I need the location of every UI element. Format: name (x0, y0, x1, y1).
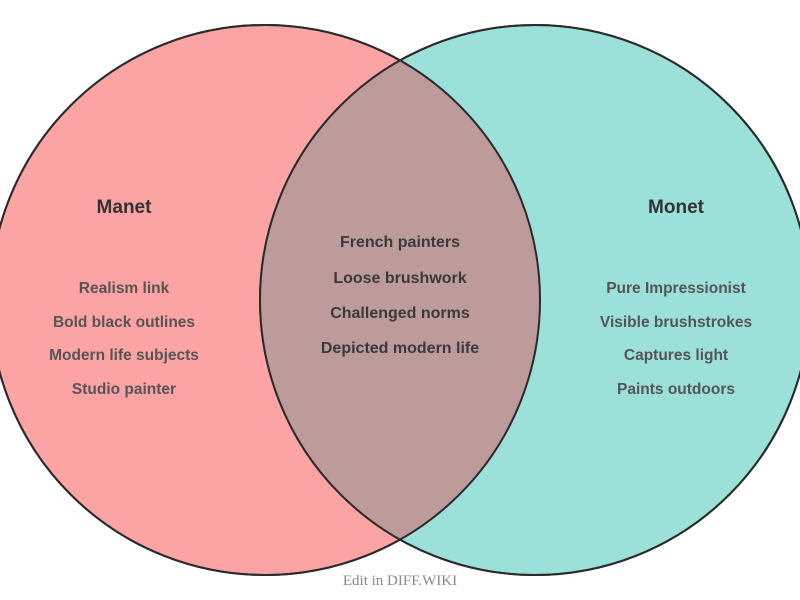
intersection-item: Challenged norms (330, 305, 470, 322)
left-set-item: Modern life subjects (49, 347, 199, 364)
left-set-item: Studio painter (72, 381, 176, 398)
right-set-item: Paints outdoors (617, 381, 735, 398)
right-set-item: Captures light (624, 347, 728, 364)
right-set-title: Monet (648, 197, 705, 218)
left-set-item: Realism link (79, 280, 170, 297)
right-set-item: Pure Impressionist (606, 280, 746, 297)
intersection-region[interactable] (260, 25, 800, 575)
left-set-outline (0, 24, 541, 576)
intersection-item: French painters (340, 234, 460, 251)
edit-in-diffwiki-link[interactable]: Edit in DIFF.WIKI (343, 573, 457, 589)
right-set-outline (259, 24, 800, 576)
intersection-item: Loose brushwork (333, 270, 466, 287)
intersection-item: Depicted modern life (321, 340, 479, 357)
left-set-title: Manet (97, 197, 153, 218)
right-set-item: Visible brushstrokes (600, 314, 752, 331)
left-set-item: Bold black outlines (53, 314, 195, 331)
